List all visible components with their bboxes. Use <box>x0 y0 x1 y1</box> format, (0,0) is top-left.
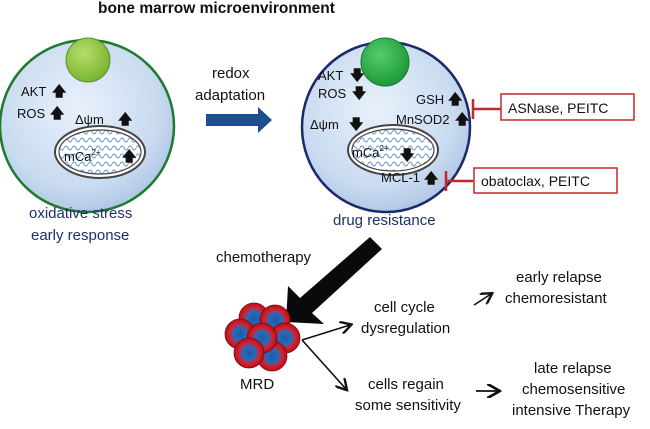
left-mitochondrion <box>54 125 146 179</box>
up-arrow-icon: 🡅 <box>50 105 65 121</box>
right-marker-mnsod2: MnSOD2 <box>396 112 449 127</box>
right-marker-mcl1: MCL-1 <box>381 170 420 185</box>
branch1-result-line1: early relapse <box>516 269 602 286</box>
down-arrow-icon: 🡇 <box>349 116 364 132</box>
down-arrow-icon: 🡇 <box>350 67 365 83</box>
up-arrow-icon: 🡅 <box>424 170 439 186</box>
left-nucleus <box>65 37 111 83</box>
down-arrow-icon: 🡇 <box>352 85 367 101</box>
right-caption: drug resistance <box>333 212 436 229</box>
mrd-label: MRD <box>240 376 274 393</box>
branch2-line2: some sensitivity <box>355 397 461 414</box>
left-caption-line2: early response <box>31 227 129 244</box>
branch1-result-line2: chemoresistant <box>505 290 608 307</box>
result-arrow-icon <box>473 294 491 306</box>
inhibitor-label: obatoclax, PEITC <box>481 173 590 189</box>
branch2-result-line3: intensive Therapy <box>512 402 631 419</box>
branch-arrow-icon <box>301 325 350 341</box>
branch2-result-line1: late relapse <box>534 360 612 377</box>
right-cell: AKT 🡇 ROS 🡇 GSH 🡅 Δψm 🡇 MnSOD2 🡅 mCa2+ 🡇… <box>300 37 472 214</box>
up-arrow-icon: 🡅 <box>448 91 463 107</box>
up-arrow-icon: 🡅 <box>52 83 67 99</box>
up-arrow-icon: 🡅 <box>455 111 470 127</box>
left-caption-line1: oxidative stress <box>29 205 132 222</box>
inhibitor-obatoclax: obatoclax, PEITC <box>444 167 618 194</box>
left-cell: AKT 🡅 ROS 🡅 Δψm 🡅 mCa2+ 🡅 <box>0 37 176 214</box>
inhibitor-asnase: ASNase, PEITC <box>471 93 635 121</box>
chemotherapy-label: chemotherapy <box>216 249 312 266</box>
left-marker-dpsim: Δψm <box>75 112 104 127</box>
transition-label-line1: redox <box>212 65 250 82</box>
right-marker-ros: ROS <box>318 86 347 101</box>
right-marker-gsh: GSH <box>416 92 444 107</box>
inhibitor-box <box>500 93 635 121</box>
branch2-result-line2: chemosensitive <box>522 381 625 398</box>
mrd-cell-cluster-icon <box>224 302 301 372</box>
inhibitor-box <box>473 167 618 194</box>
chemotherapy-arrow-icon <box>286 237 382 324</box>
redox-arrow-icon <box>206 107 272 133</box>
right-mitochondrion <box>347 124 439 176</box>
inhibitor-label: ASNase, PEITC <box>508 100 608 116</box>
up-arrow-icon: 🡅 <box>122 148 137 164</box>
branch-arrow-icon <box>301 339 346 389</box>
branch2-line1: cells regain <box>368 376 444 393</box>
transition-label-line2: adaptation <box>195 87 265 104</box>
left-mito-label: mCa2+ <box>64 148 101 164</box>
right-marker-dpsim: Δψm <box>310 117 339 132</box>
branch1-line1: cell cycle <box>374 299 435 316</box>
up-arrow-icon: 🡅 <box>118 111 133 127</box>
right-marker-akt: AKT <box>318 68 343 83</box>
branch1-line2: dysregulation <box>361 320 450 337</box>
right-nucleus <box>360 37 410 87</box>
down-arrow-icon: 🡇 <box>400 147 415 163</box>
right-mito-label: mCa2+ <box>352 144 389 160</box>
diagram-title: bone marrow microenvironment <box>98 0 335 17</box>
left-marker-ros: ROS <box>17 106 46 121</box>
left-marker-akt: AKT <box>21 84 46 99</box>
